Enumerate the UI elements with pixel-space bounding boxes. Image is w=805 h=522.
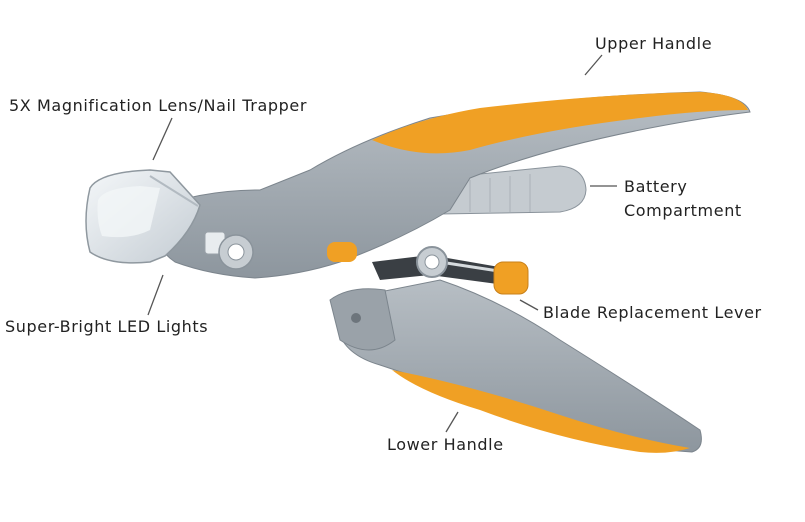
callout-line-lens — [152, 117, 173, 161]
label-blade-lever: Blade Replacement Lever — [543, 303, 762, 322]
upper-body — [149, 91, 751, 279]
battery-ridges — [469, 174, 531, 212]
battery-compartment — [439, 165, 587, 215]
lower-handle-grip — [392, 370, 690, 453]
label-magnification-lens: 5X Magnification Lens/Nail Trapper — [9, 96, 308, 115]
upper-body-indicator — [327, 242, 357, 262]
callout-line-led — [147, 274, 164, 316]
hinge-screw — [351, 313, 361, 323]
label-lower-handle: Lower Handle — [387, 435, 504, 454]
callout-line-upper-handle — [584, 54, 603, 76]
label-led-lights: Super-Bright LED Lights — [5, 317, 209, 336]
upper-handle-grip — [372, 92, 748, 154]
blade-lever-tip — [493, 261, 529, 295]
callout-line-lower-handle — [445, 411, 459, 433]
callout-line-blade-lever — [519, 299, 539, 311]
lower-handle — [337, 279, 702, 453]
hinge-block — [329, 288, 396, 351]
label-battery: Battery — [624, 177, 688, 196]
label-compartment: Compartment — [624, 201, 742, 220]
label-upper-handle: Upper Handle — [595, 34, 713, 53]
